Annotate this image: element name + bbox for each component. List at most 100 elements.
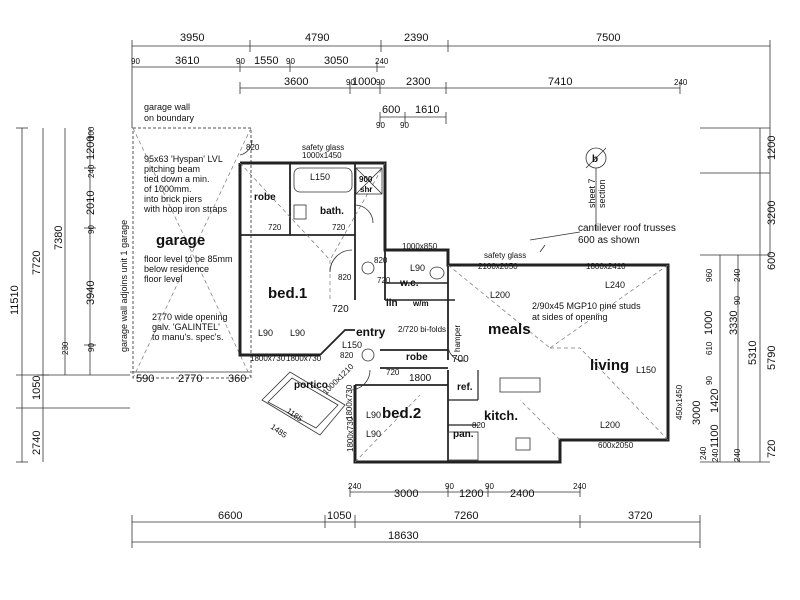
dim-top: 3600 [284, 76, 308, 88]
dim-bottom: 240 [348, 482, 362, 491]
door-swing [349, 369, 371, 391]
shower-line-1: 900 [359, 175, 373, 184]
note-cantilever-2: 600 as shown [578, 235, 640, 246]
dim-right: 240 [699, 446, 708, 460]
dim-bottom: 1200 [459, 488, 483, 500]
lintel-label: L240 [605, 280, 625, 290]
dim-left: 2740 [31, 431, 43, 455]
dim-top: 7410 [548, 76, 572, 88]
room-label-lin: lin [386, 298, 398, 309]
window-code: 1800x2410 [586, 262, 626, 271]
dim-top: 600 [382, 104, 400, 116]
room-label-wc: w.c. [399, 278, 419, 289]
dim-top: 2300 [406, 76, 430, 88]
note-floor-2: below residence [144, 264, 209, 274]
dim-left: 2010 [85, 191, 97, 215]
dim-top: 90 [346, 78, 355, 87]
dim-portico-2: 1485 [269, 422, 289, 440]
lintel-label: L90 [410, 263, 425, 273]
dim-bottom: 90 [485, 482, 494, 491]
dim-right: 960 [705, 268, 714, 282]
dim-bottom-total: 18630 [388, 530, 419, 542]
window-code: 600x2050 [598, 441, 634, 450]
room-label-ref: ref. [457, 382, 473, 393]
dim-right: 1000 [703, 311, 715, 335]
dim-bottom: 3720 [628, 510, 652, 522]
note-hyspan-1: 95x63 'Hyspan' LVL [144, 154, 223, 164]
note-hyspan-6: with hoop iron straps [143, 204, 228, 214]
window-code: 1800x730 [286, 354, 322, 363]
note-safety-glass-1b: 1000x1450 [302, 151, 342, 160]
room-label-portico: portico [294, 380, 328, 391]
door-size: 700 [452, 354, 469, 365]
door-size: 820 [374, 256, 388, 265]
notes: garage wall on boundary 95x63 'Hyspan' L… [119, 102, 676, 352]
shower-line-2: shr [360, 185, 372, 194]
dim-right: 240 [733, 268, 742, 282]
dims-right: 1200 3200 600 5790 720 960 3330 5310 142… [691, 136, 778, 462]
dim-left: 90 [87, 225, 96, 234]
dim-right: 3330 [728, 311, 740, 335]
pantry-box [447, 431, 479, 461]
dim-top: 3050 [324, 55, 348, 67]
dim-left: 90 [87, 343, 96, 352]
dim-right: 1100 [709, 424, 721, 448]
dim-right: 1420 [709, 389, 721, 413]
bathtub [293, 167, 353, 193]
dim-right: 5790 [766, 346, 778, 370]
door-size: 720 [386, 368, 400, 377]
dim-bottom: 2770 [178, 373, 202, 385]
dim-top: 1610 [415, 104, 439, 116]
dim-bottom: 6600 [218, 510, 242, 522]
note-hamper: hamper [453, 325, 462, 352]
note-hyspan-3: tied down a min. [144, 174, 210, 184]
dim-left: 230 [61, 341, 70, 355]
note-hyspan-4: of 1000mm. [144, 184, 192, 194]
note-hyspan-2: pitching beam [144, 164, 200, 174]
note-opening-2: galv. 'GALINTEL' [152, 322, 220, 332]
lintel-label: L150 [310, 172, 330, 182]
lintel-label: L200 [600, 420, 620, 430]
lintel-label: L90 [290, 328, 305, 338]
room-label-garage: garage [156, 232, 205, 249]
shower [355, 167, 383, 195]
cooktop [515, 437, 531, 451]
dim-top: 3950 [180, 32, 204, 44]
dim-robe-length: 1800 [409, 373, 432, 384]
lintel-label: L200 [490, 290, 510, 300]
dim-top: 4790 [305, 32, 329, 44]
dim-portico-1: 1185 [285, 406, 305, 424]
dim-top: 240 [674, 78, 688, 87]
note-section-1: sheet 7 [587, 178, 597, 208]
dim-top: 7500 [596, 32, 620, 44]
door-size: 820 [246, 143, 260, 152]
door-size: 720 [332, 223, 346, 232]
dims-top: 3950 4790 2390 7500 90 3610 90 1550 90 3… [131, 32, 688, 130]
dim-bottom: 240 [573, 482, 587, 491]
note-bifolds: 2/720 bi-folds [398, 325, 446, 334]
room-label-bed1: bed.1 [268, 285, 307, 302]
marker-s1 [361, 261, 375, 275]
dim-left: 11510 [9, 285, 21, 315]
dim-left: 240 [87, 164, 96, 178]
dim-right: 3200 [766, 201, 778, 225]
note-studs-2: at sides of opening [532, 312, 608, 322]
dim-right: 720 [766, 440, 778, 458]
window-code: 1800x730 [250, 354, 286, 363]
section-mark-letter: b [592, 154, 598, 165]
note-floor-1: floor level to be 85mm [144, 254, 233, 264]
dim-top: 3610 [175, 55, 199, 67]
door-swing [354, 204, 374, 224]
note-hyspan-5: into brick piers [144, 194, 203, 204]
door-size: 820 [472, 421, 486, 430]
window-code: 2100x2050 [478, 262, 518, 271]
dim-top: 90 [236, 57, 245, 66]
fixtures [239, 139, 607, 461]
dim-right: 90 [733, 296, 742, 305]
island-bench [499, 377, 541, 393]
note-section-2: section [597, 179, 607, 208]
marker-s2 [361, 348, 375, 362]
basin [293, 204, 307, 220]
lintel-label: L150 [342, 340, 362, 350]
dim-right: 5310 [747, 341, 759, 365]
